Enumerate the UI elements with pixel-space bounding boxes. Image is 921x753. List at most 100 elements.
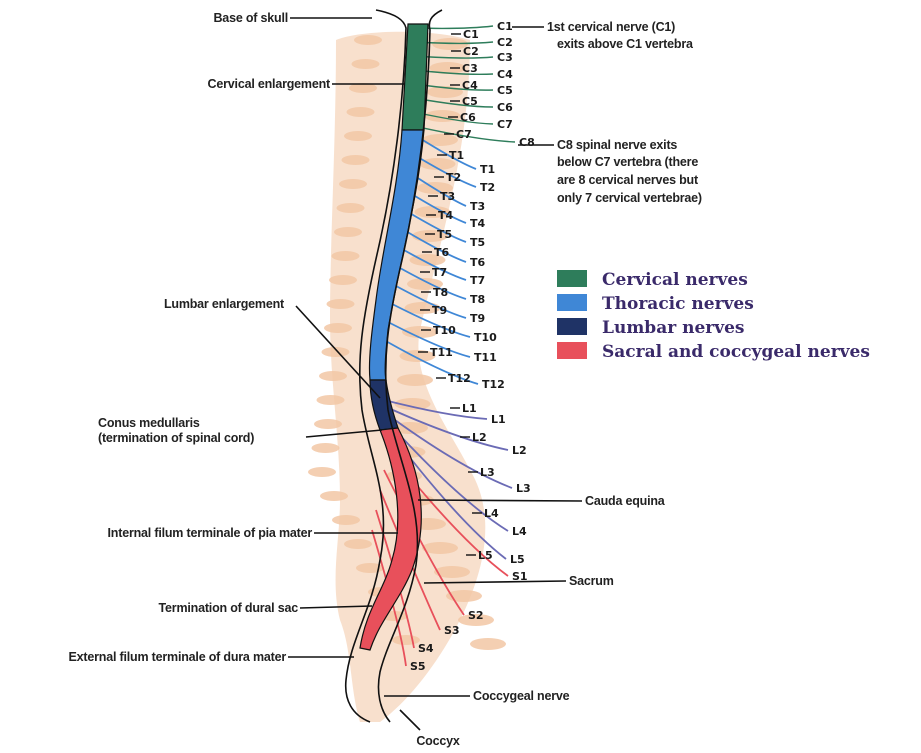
vertebra-label-l5: L5 — [478, 549, 493, 562]
vertebra-process-left — [317, 395, 345, 405]
vertebra-label-l2: L2 — [472, 431, 487, 444]
nerve-label-c1: C1 — [497, 20, 513, 33]
vertebra-process-left — [312, 443, 340, 453]
nerve-label-c8: C8 — [519, 136, 535, 149]
vertebra-process-left — [352, 59, 380, 69]
label-c8-note-line3: are 8 cervical nerves but — [557, 173, 699, 187]
nerve-label-l4: L4 — [512, 525, 527, 538]
label-conus-medullaris: Conus medullaris — [98, 416, 200, 430]
nerve-label-c7: C7 — [497, 118, 513, 131]
vertebra-label-t12: T12 — [448, 372, 471, 385]
vertebra-label-c7: C7 — [456, 128, 472, 141]
legend-swatch-3 — [557, 342, 587, 359]
vertebra-label-c6: C6 — [460, 111, 476, 124]
nerve-label-c5: C5 — [497, 84, 513, 97]
nerve-label-c6: C6 — [497, 101, 513, 114]
vertebra-label-c1: C1 — [463, 28, 479, 41]
nerve-label-t8: T8 — [470, 293, 485, 306]
label-conus-termination: (termination of spinal cord) — [98, 431, 254, 445]
nerve-label-t9: T9 — [470, 312, 485, 325]
label-cauda-equina: Cauda equina — [585, 494, 666, 508]
label-c1-note-line2: exits above C1 vertebra — [557, 37, 694, 51]
vertebra-process-left — [308, 467, 336, 477]
vertebra-process-left — [332, 251, 360, 261]
vertebra-label-t2: T2 — [446, 171, 461, 184]
nerve-label-s1: S1 — [512, 570, 528, 583]
vertebra-label-c4: C4 — [462, 79, 478, 92]
label-c8-note-line2: below C7 vertebra (there — [557, 155, 698, 169]
nerve-label-t2: T2 — [480, 181, 495, 194]
label-coccyx: Coccyx — [416, 734, 460, 748]
nerve-label-t11: T11 — [474, 351, 497, 364]
vertebra-process-left — [324, 323, 352, 333]
vertebra-label-l3: L3 — [480, 466, 495, 479]
vertebra-label-t9: T9 — [432, 304, 447, 317]
vertebra-process-left — [314, 419, 342, 429]
vertebra-label-c5: C5 — [462, 95, 478, 108]
nerve-label-l2: L2 — [512, 444, 527, 457]
nerve-label-t3: T3 — [470, 200, 485, 213]
vertebra-process-left — [329, 275, 357, 285]
vertebra-process-left — [337, 203, 365, 213]
label-external-filum-terminale: External filum terminale of dura mater — [69, 650, 287, 664]
vertebra-label-c2: C2 — [463, 45, 479, 58]
nerve-label-s5: S5 — [410, 660, 426, 673]
label-c1-note-line1: 1st cervical nerve (C1) — [547, 20, 675, 34]
vertebra-label-t6: T6 — [434, 246, 450, 259]
nerve-label-l3: L3 — [516, 482, 531, 495]
vertebra-process-right — [422, 134, 458, 146]
legend-label-2: Lumbar nerves — [602, 318, 744, 338]
vertebra-label-c3: C3 — [462, 62, 478, 75]
legend: Cervical nervesThoracic nervesLumbar ner… — [557, 270, 870, 362]
vertebra-process-left — [320, 491, 348, 501]
vertebra-label-t10: T10 — [433, 324, 456, 337]
legend-swatch-0 — [557, 270, 587, 287]
vertebra-process-left — [354, 35, 382, 45]
vertebra-process-left — [344, 131, 372, 141]
nerve-label-c2: C2 — [497, 36, 513, 49]
vertebra-process-left — [347, 107, 375, 117]
vertebra-label-t1: T1 — [449, 149, 464, 162]
nerve-label-c4: C4 — [497, 68, 513, 81]
vertebra-process-right — [470, 638, 506, 650]
label-c8-note-line1: C8 spinal nerve exits — [557, 138, 677, 152]
legend-swatch-1 — [557, 294, 587, 311]
vertebra-label-t7: T7 — [432, 266, 447, 279]
vertebra-process-left — [392, 635, 420, 645]
vertebra-label-t11: T11 — [430, 346, 453, 359]
nerve-label-s2: S2 — [468, 609, 484, 622]
label-internal-filum-terminale: Internal filum terminale of pia mater — [108, 526, 313, 540]
nerve-label-t5: T5 — [470, 236, 485, 249]
vertebra-label-t5: T5 — [437, 228, 452, 241]
vertebra-process-left — [344, 539, 372, 549]
nerve-label-s4: S4 — [418, 642, 434, 655]
legend-swatch-2 — [557, 318, 587, 335]
nerve-label-s3: S3 — [444, 624, 460, 637]
legend-label-1: Thoracic nerves — [602, 294, 754, 314]
vertebra-process-right — [397, 374, 433, 386]
vertebra-label-l4: L4 — [484, 507, 499, 520]
vertebra-label-l1: L1 — [462, 402, 477, 415]
label-termination-dural-sac: Termination of dural sac — [159, 601, 299, 615]
vertebra-label-t4: T4 — [438, 209, 454, 222]
legend-label-3: Sacral and coccygeal nerves — [602, 342, 870, 362]
vertebra-label-t8: T8 — [433, 286, 448, 299]
label-cervical-enlargement: Cervical enlargement — [208, 77, 331, 91]
nerve-label-c3: C3 — [497, 51, 513, 64]
nerve-label-t4: T4 — [470, 217, 486, 230]
nerve-label-t12: T12 — [482, 378, 505, 391]
nerve-label-t7: T7 — [470, 274, 485, 287]
vertebra-process-left — [342, 155, 370, 165]
vertebra-process-left — [339, 179, 367, 189]
label-coccygeal-nerve: Coccygeal nerve — [473, 689, 570, 703]
vertebra-process-left — [334, 227, 362, 237]
vertebra-process-left — [327, 299, 355, 309]
vertebra-process-left — [332, 515, 360, 525]
vertebra-label-t3: T3 — [440, 190, 455, 203]
nerve-label-t1: T1 — [480, 163, 495, 176]
nerve-label-l5: L5 — [510, 553, 525, 566]
nerve-label-l1: L1 — [491, 413, 506, 426]
nerve-label-t10: T10 — [474, 331, 497, 344]
label-c8-note-line4: only 7 cervical vertebrae) — [557, 191, 702, 205]
